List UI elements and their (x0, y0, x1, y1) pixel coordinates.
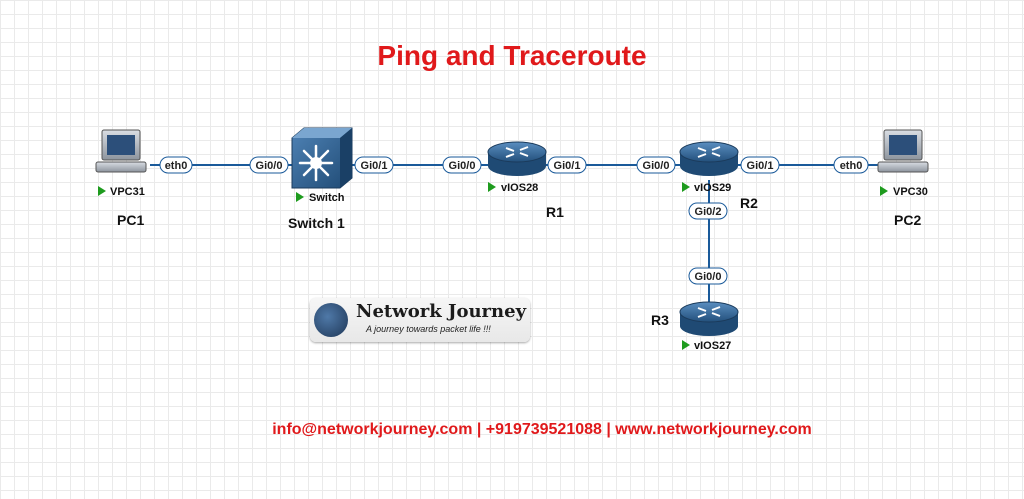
node-name-switch1: Switch 1 (288, 215, 345, 231)
node-label-r1: vIOS28 (501, 182, 538, 194)
iface-r2-gi0-2: Gi0/2 (695, 206, 722, 218)
node-label-r2: vIOS29 (694, 182, 731, 194)
iface-r2-gi0-0: Gi0/0 (643, 160, 670, 172)
iface-pc2-eth0: eth0 (840, 160, 863, 172)
node-name-r2: R2 (740, 195, 758, 211)
node-label-r3: vIOS27 (694, 340, 731, 352)
node-name-pc1: PC1 (117, 212, 145, 228)
pc-icon[interactable] (95, 129, 147, 173)
iface-pc1-eth0: eth0 (165, 160, 188, 172)
logo-name: Network Journey (356, 301, 527, 322)
status-arrow-icon (488, 182, 496, 192)
router-icon[interactable] (679, 141, 739, 176)
node-label-switch: Switch (309, 192, 345, 204)
status-arrow-icon (682, 340, 690, 350)
node-name-r3: R3 (651, 312, 669, 328)
iface-r1-gi0-1: Gi0/1 (554, 160, 581, 172)
status-arrow-icon (296, 192, 304, 202)
node-label-pc2: VPC30 (893, 186, 928, 198)
page-title: Ping and Traceroute (377, 40, 647, 71)
iface-r3-gi0-0: Gi0/0 (695, 271, 722, 283)
iface-r2-gi0-1: Gi0/1 (747, 160, 774, 172)
contact-footer: info@networkjourney.com | +919739521088 … (272, 421, 812, 438)
iface-r1-gi0-0: Gi0/0 (449, 160, 476, 172)
node-label-pc1: VPC31 (110, 186, 145, 198)
node-name-r1: R1 (546, 204, 564, 220)
iface-switch1-gi0-0: Gi0/0 (256, 160, 283, 172)
router-icon[interactable] (679, 301, 739, 336)
status-arrow-icon (682, 182, 690, 192)
globe-icon (314, 303, 348, 337)
interface-labels: eth0 Gi0/0 Gi0/1 Gi0/0 Gi0/1 Gi0/0 Gi0/1… (159, 156, 869, 285)
router-icon[interactable] (487, 141, 547, 176)
iface-switch1-gi0-1: Gi0/1 (361, 160, 388, 172)
multilayer-switch-icon[interactable] (291, 127, 353, 189)
logo-tagline: A journey towards packet life !!! (366, 324, 491, 334)
node-name-pc2: PC2 (894, 212, 922, 228)
status-arrow-icon (880, 186, 888, 196)
status-arrow-icon (98, 186, 106, 196)
brand-logo: Network Journey A journey towards packet… (310, 298, 530, 342)
pc-icon[interactable] (877, 129, 929, 173)
